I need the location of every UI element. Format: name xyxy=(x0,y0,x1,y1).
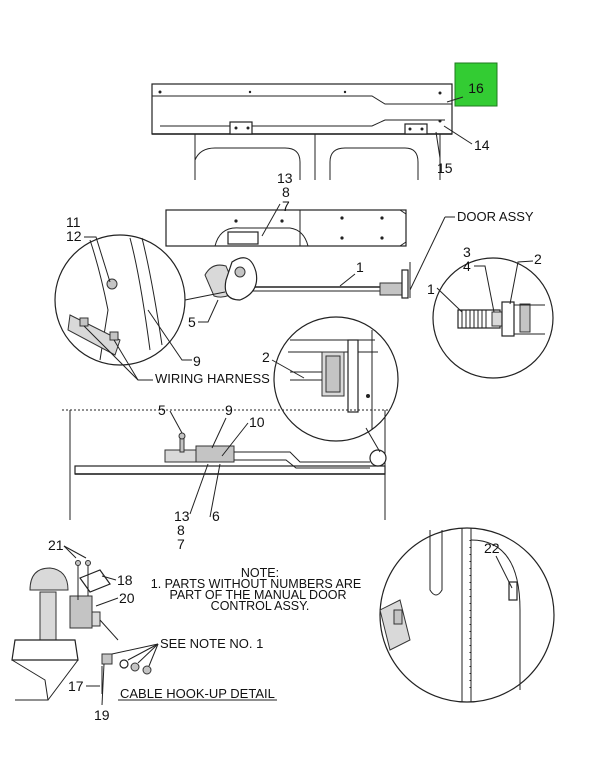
callout-12: 12 xyxy=(66,228,82,244)
wiring-harness-detail xyxy=(54,234,258,366)
callout-7-top: 7 xyxy=(282,198,290,214)
part-16-highlight[interactable] xyxy=(454,62,498,107)
callout-22: 22 xyxy=(484,540,500,556)
callout-8-side: 8 xyxy=(177,522,185,538)
callout-9-top: 9 xyxy=(193,353,201,369)
door-assy-label: DOOR ASSY xyxy=(457,209,534,224)
callout-20: 20 xyxy=(119,590,135,606)
callout-1-mid: 1 xyxy=(356,259,364,275)
callout-17: 17 xyxy=(68,678,84,694)
callout-13-side: 13 xyxy=(174,508,190,524)
callout-16: 16 xyxy=(468,80,484,96)
wiring-harness-label: WIRING HARNESS xyxy=(155,371,270,386)
callout-1-detail: 1 xyxy=(427,281,435,297)
callout-11: 11 xyxy=(66,214,81,230)
callout-2-bracket: 2 xyxy=(262,349,270,365)
callout-7-side: 7 xyxy=(177,536,185,552)
callout-4: 4 xyxy=(463,258,471,274)
bracket-detail xyxy=(273,316,399,442)
note-line-3: CONTROL ASSY. xyxy=(211,599,310,613)
see-note-label: SEE NOTE NO. 1 xyxy=(160,636,263,651)
main-side-view xyxy=(62,409,390,520)
note-title: NOTE: xyxy=(241,566,279,580)
cable-hookup-label: CABLE HOOK-UP DETAIL xyxy=(120,686,275,701)
callout-13-top: 13 xyxy=(277,170,293,186)
rod-end-detail xyxy=(432,257,554,379)
control-bracket-panel xyxy=(165,209,407,247)
callout-6: 6 xyxy=(212,508,220,524)
door-header-panel xyxy=(151,83,453,180)
callout-18: 18 xyxy=(117,572,133,588)
note-block: NOTE: 1. PARTS WITHOUT NUMBERS ARE PART … xyxy=(151,566,361,613)
callout-3: 3 xyxy=(463,244,471,260)
callout-21: 21 xyxy=(48,537,64,553)
callout-19: 19 xyxy=(94,707,110,723)
callout-9-side: 9 xyxy=(225,402,233,418)
callout-15: 15 xyxy=(437,160,453,176)
callout-14: 14 xyxy=(474,137,490,153)
callout-2-top: 2 xyxy=(534,251,542,267)
callout-5-top: 5 xyxy=(188,314,196,330)
callout-5-side: 5 xyxy=(158,402,166,418)
callout-10: 10 xyxy=(249,414,265,430)
note-line-2: PART OF THE MANUAL DOOR xyxy=(169,588,346,602)
callout-8-top: 8 xyxy=(282,184,290,200)
note-line-1: 1. PARTS WITHOUT NUMBERS ARE xyxy=(151,577,361,591)
cable-hookup-detail xyxy=(11,560,152,701)
frame-detail xyxy=(379,527,555,703)
